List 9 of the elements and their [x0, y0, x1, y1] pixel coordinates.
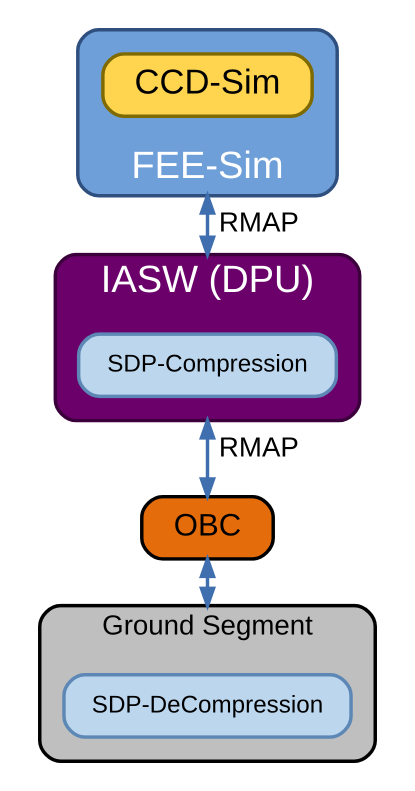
arrow [199, 190, 216, 260]
node-box: SDP-DeCompression [62, 673, 353, 739]
node-box: CCD-Sim [101, 52, 314, 118]
edge-label: RMAP [218, 432, 299, 463]
arrow [199, 415, 216, 502]
edge-label: RMAP [218, 206, 299, 238]
arrow [199, 554, 216, 611]
node-box: OBC [140, 494, 275, 561]
node-box: SDP-Compression [76, 332, 338, 398]
